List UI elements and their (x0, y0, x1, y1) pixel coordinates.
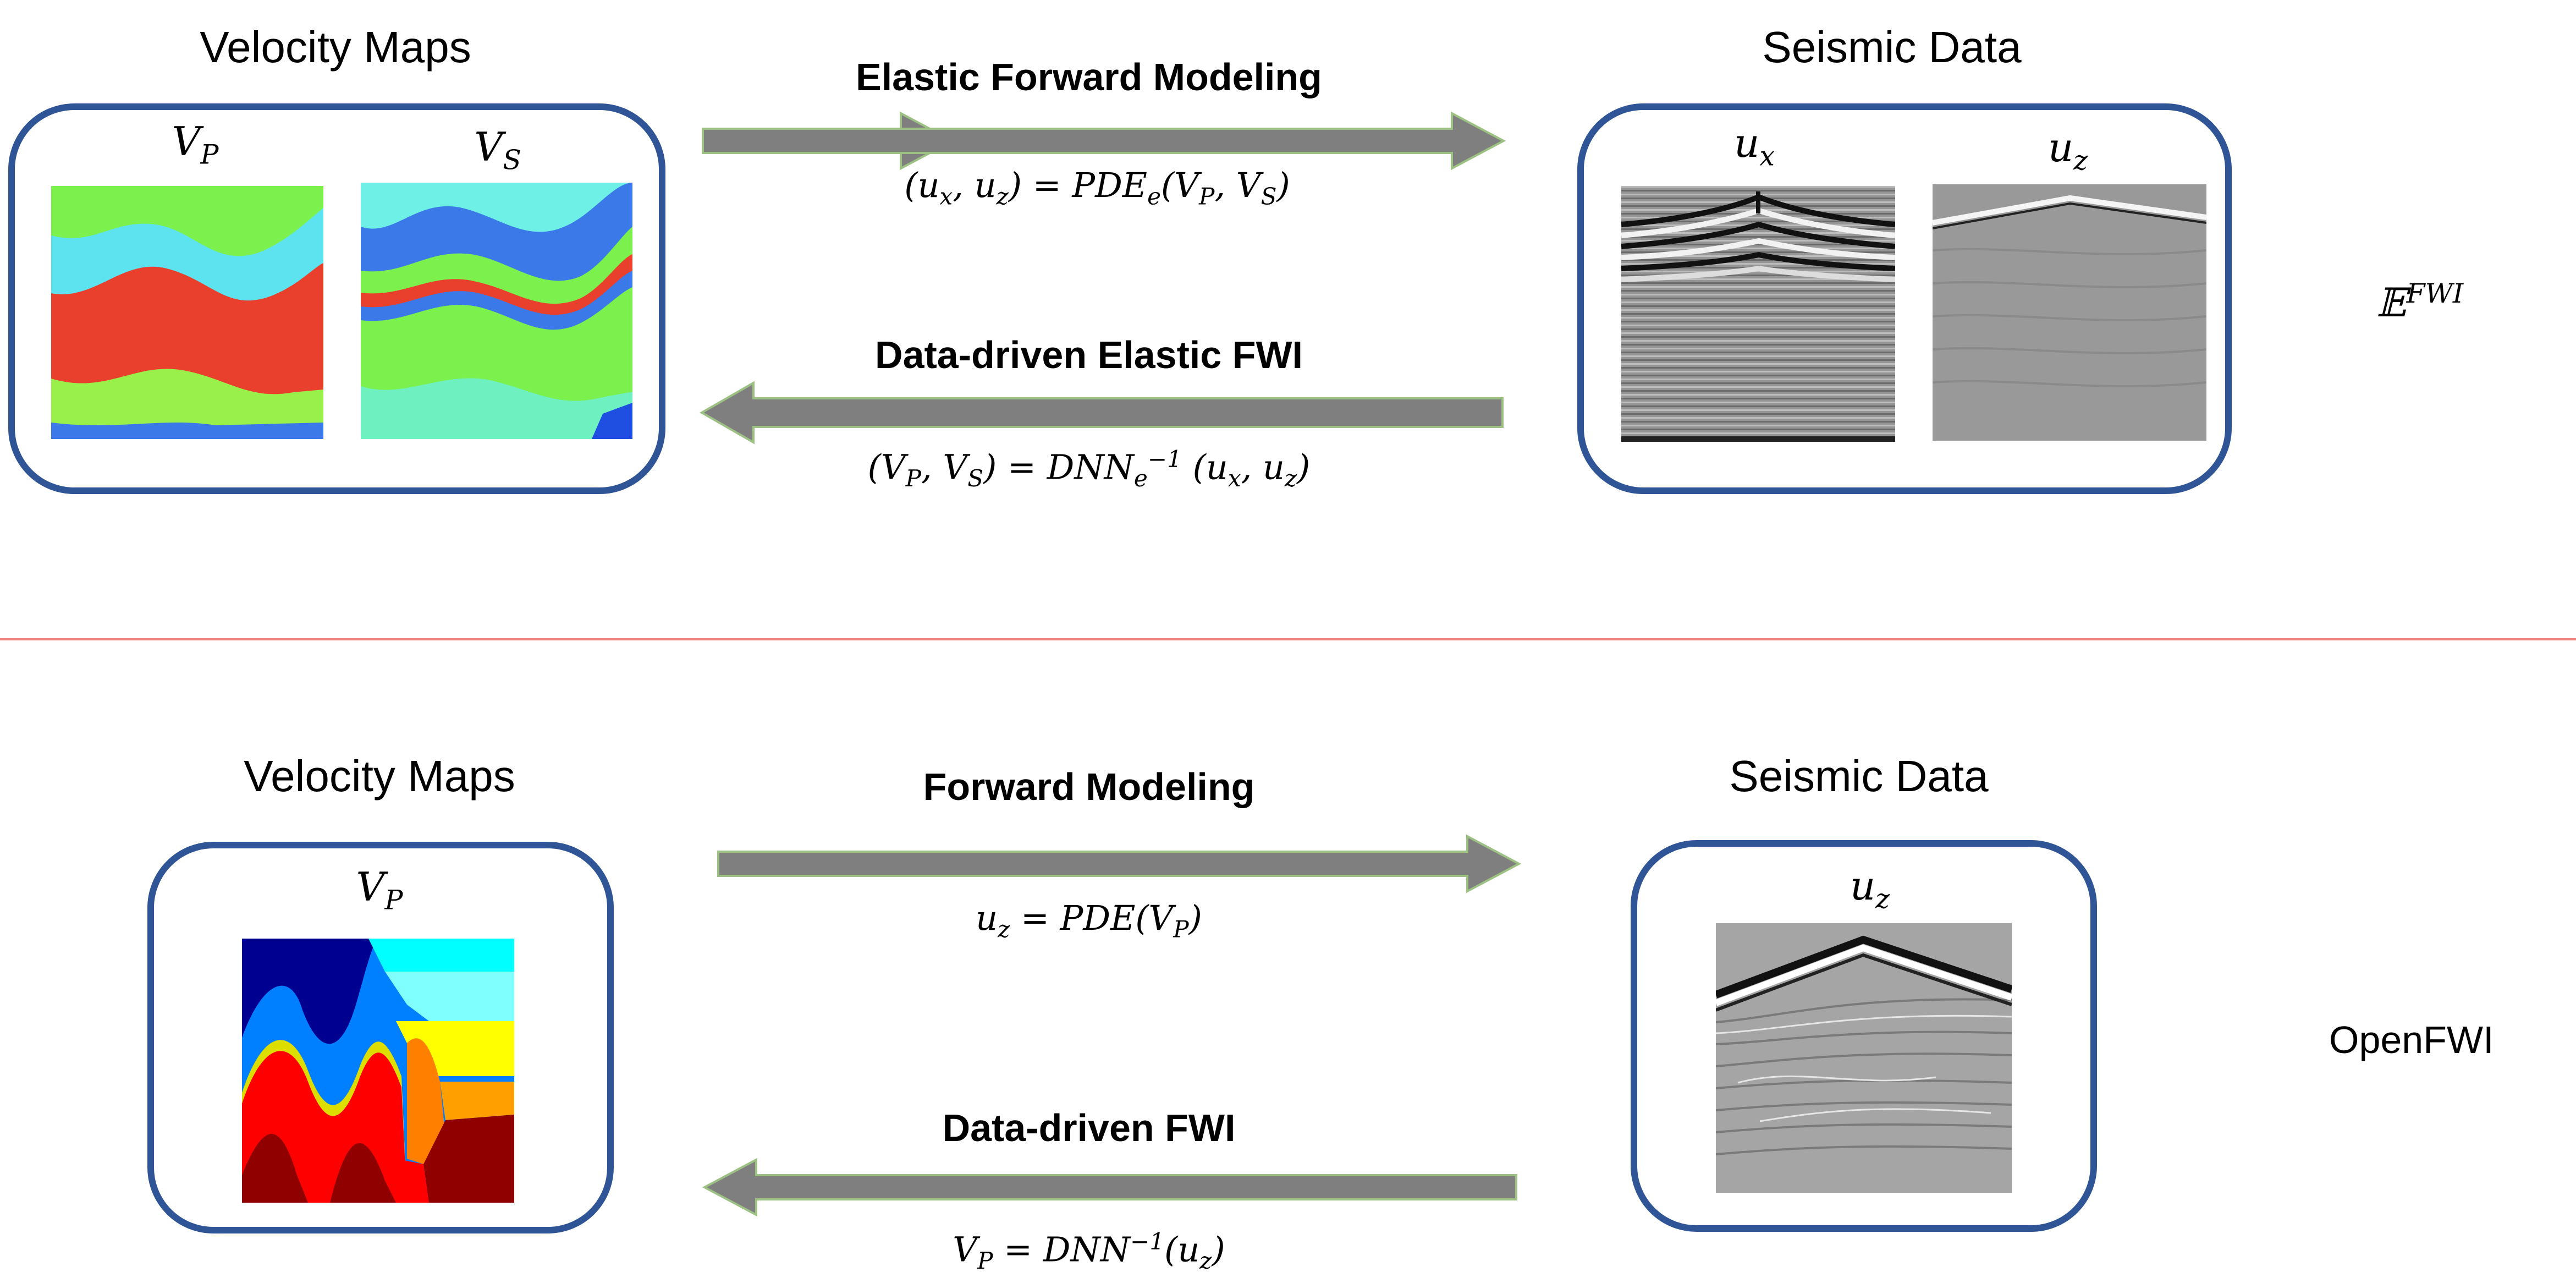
vp-label-bottom: VP (356, 864, 403, 916)
top-inverse-equation: (VP, VS) = DNNe−1 (ux, uz) (867, 446, 1311, 492)
bottom-forward-label: Forward Modeling (923, 765, 1255, 808)
bottom-velocity-title: Velocity Maps (244, 752, 515, 800)
uz-seismic-gather-bottom (1716, 923, 2012, 1193)
bottom-forward-equation: uz = PDE(VP) (976, 898, 1202, 943)
uz-label-top: uz (2047, 124, 2088, 177)
bottom-inverse-equation: VP = DNN−1(uz) (953, 1228, 1225, 1275)
vp-label: VP (172, 118, 219, 171)
ux-seismic-gather (1621, 186, 1895, 442)
bottom-inverse-arrow (702, 1158, 1517, 1217)
top-velocity-title: Velocity Maps (200, 23, 471, 72)
top-forward-label: Elastic Forward Modeling (856, 56, 1322, 98)
bottom-inverse-label: Data-driven FWI (942, 1106, 1236, 1149)
top-inverse-label: Data-driven Elastic FWI (875, 333, 1303, 376)
bottom-forward-arrow (717, 834, 1522, 893)
vp-velocity-map-bottom (242, 939, 514, 1203)
bottom-seismic-title: Seismic Data (1729, 752, 1989, 800)
vp-velocity-map (51, 186, 323, 439)
top-seismic-title: Seismic Data (1762, 23, 2022, 72)
section-divider (0, 638, 2576, 640)
vs-velocity-map (361, 183, 632, 439)
top-forward-arrow-body (702, 111, 1506, 171)
top-inverse-arrow (699, 381, 1504, 445)
uz-seismic-gather-top (1933, 184, 2206, 441)
vs-label: VS (474, 124, 521, 176)
bottom-side-label: OpenFWI (2329, 1018, 2494, 1061)
top-side-label: 𝔼FWI (2376, 278, 2464, 326)
top-forward-equation: (ux, uz) = PDEe(VP, VS) (904, 165, 1290, 210)
ux-label: ux (1734, 120, 1775, 172)
uz-label-bottom: uz (1850, 863, 1890, 915)
